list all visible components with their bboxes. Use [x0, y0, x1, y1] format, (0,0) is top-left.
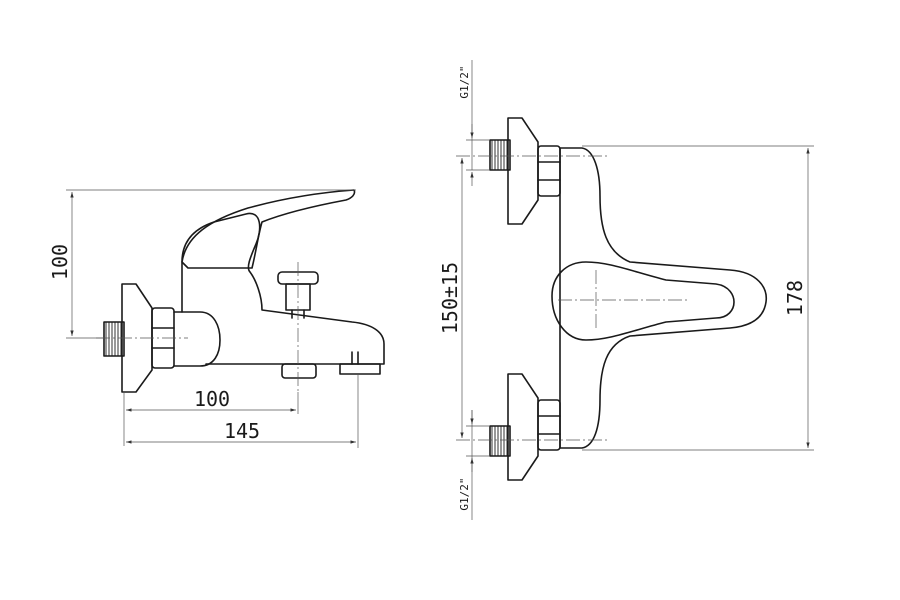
- side-dim-spout-reach: 100: [123, 387, 299, 446]
- side-height-label: 100: [48, 244, 72, 280]
- side-spout-reach-label: 100: [194, 387, 230, 411]
- side-mixer-body: [173, 311, 221, 367]
- front-centers-label: 150±15: [438, 262, 462, 334]
- side-dim-overall-width: 145: [126, 374, 359, 448]
- side-lever-handle: [181, 189, 356, 269]
- front-bottom-inlet: [489, 373, 561, 481]
- front-dim-thread-bottom: G1/2": [458, 410, 490, 520]
- front-view: G1/2" G1/2" 150±15 178: [438, 60, 814, 520]
- front-thread-bottom-label: G1/2": [458, 477, 471, 510]
- side-dim-height: 100: [48, 189, 356, 339]
- front-dim-overall-height: 178: [582, 145, 814, 451]
- front-lever-knob: [551, 261, 735, 341]
- side-overall-width-label: 145: [224, 419, 260, 443]
- side-view: 100 100 145: [48, 189, 385, 448]
- front-dim-centers: 150±15: [438, 158, 464, 438]
- side-shower-outlet: [281, 363, 317, 379]
- front-mixer-body: [559, 147, 767, 449]
- side-inlet-thread: [103, 321, 125, 357]
- front-dim-thread-top: G1/2": [458, 60, 490, 186]
- side-spout-outlet: [339, 363, 381, 375]
- front-top-inlet: [489, 117, 561, 225]
- front-overall-height-label: 178: [783, 280, 807, 316]
- front-thread-top-label: G1/2": [458, 65, 471, 98]
- side-wall-flange: [121, 283, 153, 393]
